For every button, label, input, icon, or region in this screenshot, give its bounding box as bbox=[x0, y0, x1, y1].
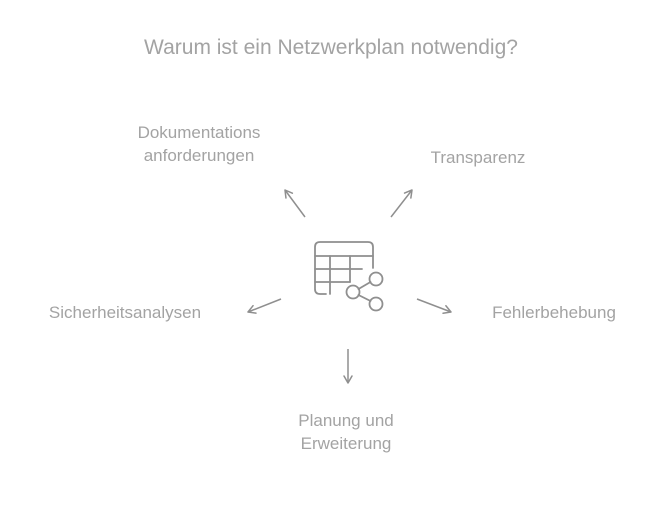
network-table-share-icon bbox=[314, 241, 384, 312]
branch-documentation: Dokumentations anforderungen bbox=[100, 121, 298, 167]
branch-security: Sicherheitsanalysen bbox=[24, 301, 226, 324]
branch-security-line-1: Sicherheitsanalysen bbox=[48, 303, 202, 322]
branch-documentation-line-1: Dokumentations bbox=[137, 123, 261, 142]
arrow-troubleshooting bbox=[416, 298, 452, 314]
branch-troubleshooting: Fehlerbehebung bbox=[472, 301, 636, 324]
branch-planning: Planung und Erweiterung bbox=[266, 409, 426, 455]
diagram-title: Warum ist ein Netzwerkplan notwendig? bbox=[144, 36, 518, 59]
arrow-security bbox=[247, 298, 282, 314]
branch-troubleshooting-line-1: Fehlerbehebung bbox=[492, 303, 616, 322]
branch-transparency: Transparenz bbox=[410, 146, 546, 169]
arrow-transparency bbox=[390, 189, 413, 218]
branch-planning-line-2: Erweiterung bbox=[300, 434, 392, 453]
branch-transparency-line-1: Transparenz bbox=[430, 148, 526, 167]
branch-planning-line-1: Planung und bbox=[298, 411, 394, 430]
branch-documentation-line-2: anforderungen bbox=[143, 146, 255, 165]
arrow-documentation bbox=[284, 189, 306, 218]
